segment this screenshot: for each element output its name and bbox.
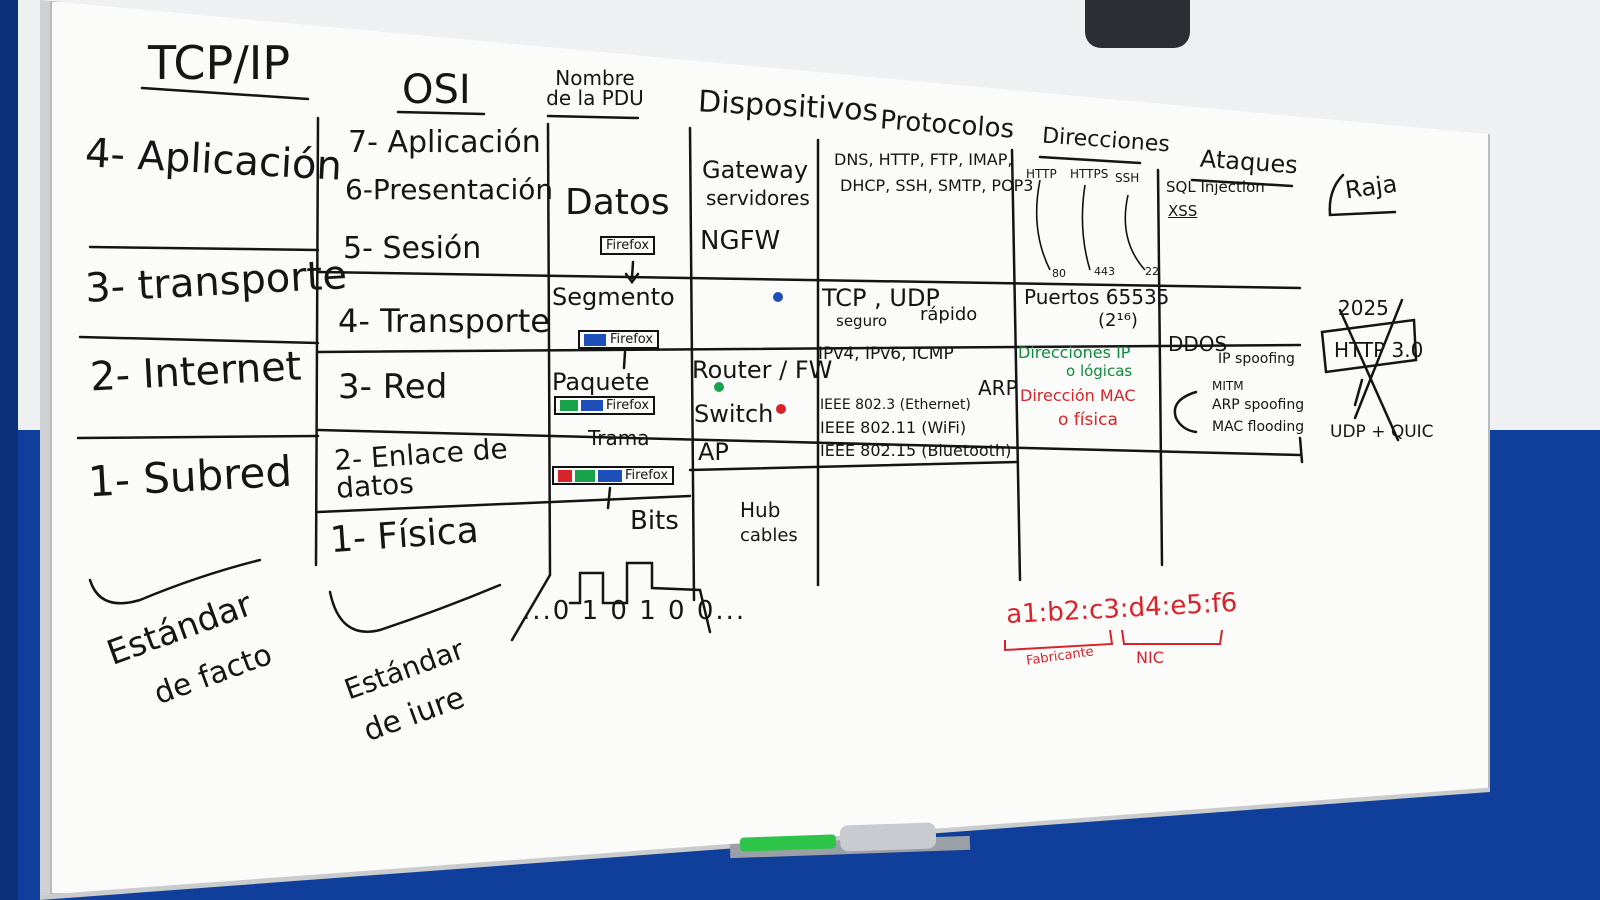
port-head-https: HTTPS	[1070, 167, 1109, 181]
protocols-transport-rapido: rápido	[920, 304, 978, 325]
protocols-app-1: DNS, HTTP, FTP, IMAP,	[834, 150, 1013, 169]
pdu-box-datos: Firefox	[600, 236, 656, 255]
port-num-80: 80	[1052, 267, 1066, 280]
attack-sql-injection: SQL Injection	[1166, 178, 1265, 196]
pdu-box-segmento: Firefox	[578, 330, 660, 349]
mac-nic: NIC	[1136, 648, 1164, 667]
osi-layer-3: 3- Red	[338, 367, 448, 407]
protocols-link-2: IEEE 802.11 (WiFi)	[820, 418, 967, 437]
pdu-segmento: Segmento	[552, 283, 675, 311]
protocols-transport: TCP , UDP	[822, 284, 940, 312]
device-gateway: Gateway	[702, 156, 809, 184]
port-head-http: HTTP	[1026, 167, 1057, 181]
title-pdu: Nombre de la PDU	[546, 66, 644, 110]
title-osi: OSI	[402, 67, 471, 113]
protocols-link-3: IEEE 802.15 (Bluetooth)	[820, 441, 1012, 460]
protocols-link-1: IEEE 802.3 (Ethernet)	[820, 397, 971, 413]
raja-udp-quic: UDP + QUIC	[1330, 422, 1434, 442]
title-tcpip: TCP/IP	[148, 36, 291, 90]
osi-layer-5: 5- Sesión	[343, 231, 482, 266]
osi-layer-6: 6-Presentación	[345, 173, 554, 206]
pdu-trama: Trama	[588, 426, 650, 450]
port-num-22: 22	[1145, 265, 1159, 278]
port-head-ssh: SSH	[1115, 171, 1140, 185]
device-ngfw: NGFW	[700, 226, 781, 256]
device-cables: cables	[740, 525, 798, 546]
whiteboard	[40, 0, 1490, 895]
addresses-ip-2: o lógicas	[1066, 362, 1133, 380]
tcpip-layer-2: 2- Internet	[88, 343, 303, 401]
pdu-box-trama: Firefox	[552, 466, 675, 485]
attack-ddos: DDOS	[1168, 332, 1228, 356]
attack-xss: XSS	[1168, 202, 1198, 220]
raja-http3: HTTP 3.0	[1334, 338, 1424, 362]
osi-layer-7: 7- Aplicación	[348, 125, 541, 160]
attack-arp-spoofing: ARP spoofing	[1212, 397, 1305, 413]
protocols-arp: ARP	[978, 376, 1018, 400]
green-dot	[714, 382, 724, 392]
addresses-mac-2: o física	[1058, 410, 1118, 430]
left-wall-edge	[0, 0, 18, 900]
attack-ip-spoofing: IP spoofing	[1218, 351, 1295, 367]
bits-sequence: ...0 1 0 1 0 0...	[522, 596, 747, 626]
pdu-bits: Bits	[630, 506, 679, 536]
device-ap: AP	[698, 438, 729, 466]
blue-dot	[773, 292, 783, 302]
pdu-datos: Datos	[565, 182, 670, 223]
pdu-box-paquete: Firefox	[554, 396, 656, 415]
osi-layer-1: 1- Física	[328, 509, 480, 562]
attack-mac-flooding: MAC flooding	[1212, 419, 1305, 435]
port-num-443: 443	[1094, 265, 1115, 278]
attack-mitm: MITM	[1212, 379, 1244, 393]
raja-year: 2025	[1338, 296, 1389, 320]
tcpip-layer-1: 1- Subred	[86, 446, 294, 507]
title-attacks: Ataques	[1199, 144, 1299, 180]
addresses-ports: Puertos 65535	[1024, 285, 1170, 309]
red-dot	[776, 404, 786, 414]
title-raja: Raja	[1343, 169, 1399, 205]
protocols-app-2: DHCP, SSH, SMTP, POP3	[840, 176, 1034, 195]
device-switch: Switch	[694, 400, 774, 428]
device-router: Router / FW	[692, 356, 833, 384]
addresses-mac: Dirección MAC	[1020, 386, 1136, 405]
board-eraser	[839, 822, 937, 852]
osi-layer-4: 4- Transporte	[338, 302, 550, 340]
device-servidores: servidores	[706, 186, 810, 210]
pdu-paquete: Paquete	[552, 368, 650, 396]
projector-mount	[1085, 0, 1190, 48]
addresses-ports-exp: (2¹⁶)	[1098, 310, 1138, 331]
device-hub: Hub	[740, 498, 781, 522]
protocols-transport-seguro: seguro	[836, 312, 888, 330]
protocols-network: IPv4, IPv6, ICMP	[818, 344, 954, 364]
addresses-ip: Direcciones IP	[1018, 343, 1131, 362]
